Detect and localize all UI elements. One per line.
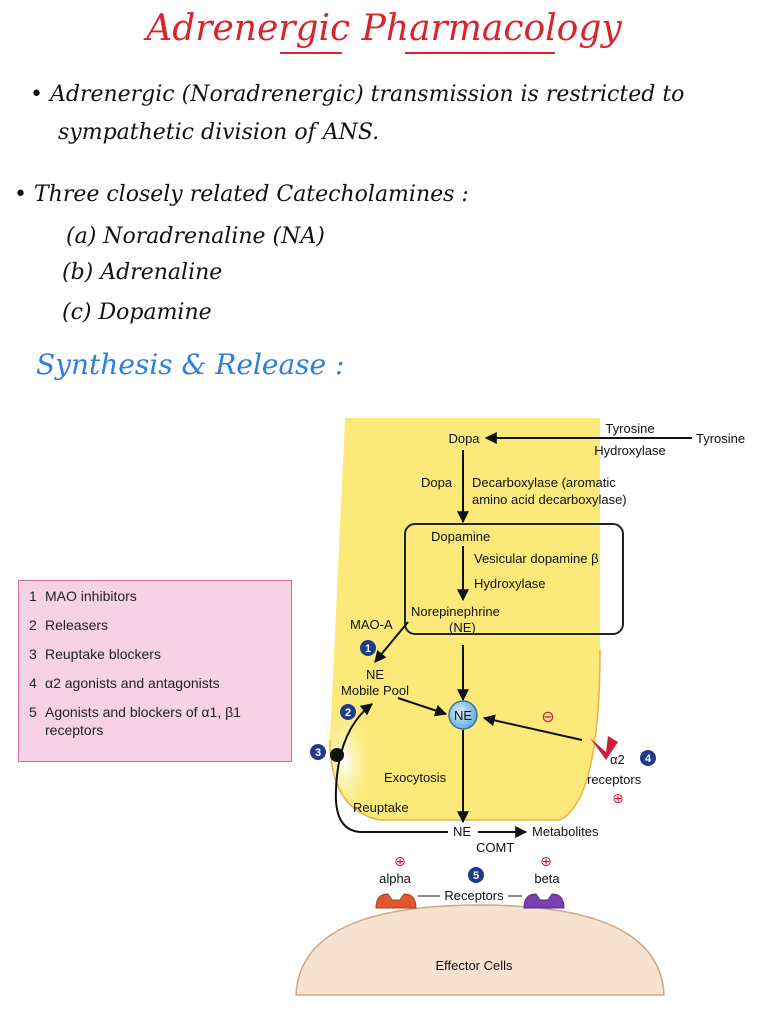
mobile-pool-arrow <box>397 697 448 717</box>
mobile-pool-line2: Mobile Pool <box>341 683 409 698</box>
title-underline <box>280 52 342 54</box>
alpha2-receptors-label: receptors <box>587 772 642 787</box>
alpha2-receptor-shape <box>590 736 618 760</box>
badge-4 <box>640 750 656 766</box>
legend-item: 2 Releasers <box>29 616 281 634</box>
legend-number: 4 <box>29 675 37 691</box>
badge-5-label: 5 <box>473 870 479 882</box>
badge-2-label: 2 <box>345 707 351 719</box>
dopa-enzyme-prefix: Dopa <box>421 475 453 490</box>
legend-box: 1 MAO inhibitors 2 Releasers 3 Reuptake … <box>18 580 292 762</box>
bullet-catecholamines: • Three closely related Catecholamines : <box>14 182 469 207</box>
item-noradrenaline: (a) Noradrenaline (NA) <box>66 224 325 249</box>
effector-label: Effector Cells <box>435 958 513 973</box>
beta-receptor-label: beta <box>534 871 560 886</box>
norepinephrine-line2: (NE) <box>449 620 476 635</box>
badge-3-label: 3 <box>315 747 321 759</box>
alpha2-plus-sign: ⊕ <box>612 791 624 807</box>
page-title: Adrenergic Pharmacology <box>146 8 622 49</box>
badge-1-label: 1 <box>365 643 371 655</box>
beta-receptor-shape <box>523 893 565 909</box>
decarboxylase-line2: amino acid decarboxylase) <box>472 492 627 507</box>
legend-number: 5 <box>29 704 37 720</box>
receptors-label: Receptors <box>444 888 504 903</box>
tyrosine-hydroxylase-line2: Hydroxylase <box>594 443 666 458</box>
dbh-line1: Vesicular dopamine β <box>474 551 599 566</box>
terminal-highlight <box>325 635 405 805</box>
section-heading: Synthesis & Release : <box>36 348 345 381</box>
bullet-adrenergic-line2: sympathetic division of ANS. <box>58 120 380 145</box>
ne-circle-label: NE <box>454 708 472 723</box>
reuptake-arrow <box>334 703 448 833</box>
metabolites-label: Metabolites <box>532 824 599 839</box>
title-underline <box>405 52 555 54</box>
item-dopamine: (c) Dopamine <box>62 300 212 325</box>
comt-label: COMT <box>476 840 514 855</box>
dbh-line2: Hydroxylase <box>474 576 546 591</box>
legend-text: Agonists and blockers of α1, β1 receptor… <box>45 704 241 738</box>
beta-plus-sign: ⊕ <box>540 854 552 870</box>
mobile-pool-line1: NE <box>366 667 384 682</box>
reuptake-label: Reuptake <box>353 800 409 815</box>
reuptake-transporter <box>330 748 344 762</box>
legend-item: 5 Agonists and blockers of α1, β1 recept… <box>29 703 281 739</box>
legend-item: 3 Reuptake blockers <box>29 645 281 663</box>
badge-2 <box>340 704 356 720</box>
tyrosine-label: Tyrosine <box>696 431 745 446</box>
alpha-plus-sign: ⊕ <box>394 854 406 870</box>
badge-1 <box>360 640 376 656</box>
ne-circle <box>448 700 478 730</box>
inhibition-sign: ⊖ <box>541 707 554 726</box>
bullet-adrenergic-line1: • Adrenergic (Noradrenergic) transmissio… <box>30 82 685 107</box>
vesicle-box <box>404 523 624 635</box>
exocytosis-label: Exocytosis <box>384 770 447 785</box>
dopamine-label: Dopamine <box>431 529 490 544</box>
decarboxylase-line1: Decarboxylase (aromatic <box>472 475 616 490</box>
tyrosine-hydroxylase-line1: Tyrosine <box>605 421 654 436</box>
cleft-ne-label: NE <box>453 824 471 839</box>
badge-4-label: 4 <box>645 753 652 765</box>
legend-number: 1 <box>29 588 37 604</box>
mao-arrow <box>374 621 409 663</box>
badge-5 <box>468 867 484 883</box>
alpha2-feedback-arrow <box>482 714 583 741</box>
legend-text: MAO inhibitors <box>45 588 137 604</box>
legend-number: 2 <box>29 617 37 633</box>
legend-text: Releasers <box>45 617 109 633</box>
norepinephrine-line1: Norepinephrine <box>411 604 500 619</box>
dopa-label: Dopa <box>448 431 480 446</box>
effector-cell <box>295 904 665 996</box>
alpha2-label: α2 <box>610 752 625 767</box>
alpha-receptor-label: alpha <box>379 871 412 886</box>
legend-text: α2 agonists and antagonists <box>45 675 220 691</box>
legend-number: 3 <box>29 646 37 662</box>
item-adrenaline: (b) Adrenaline <box>62 260 223 285</box>
legend-text: Reuptake blockers <box>45 646 161 662</box>
legend-item: 4 α2 agonists and antagonists <box>29 674 281 692</box>
badge-3 <box>310 744 326 760</box>
mao-label: MAO-A <box>350 617 393 632</box>
alpha-receptor-shape <box>375 893 417 909</box>
legend-item: 1 MAO inhibitors <box>29 587 281 605</box>
